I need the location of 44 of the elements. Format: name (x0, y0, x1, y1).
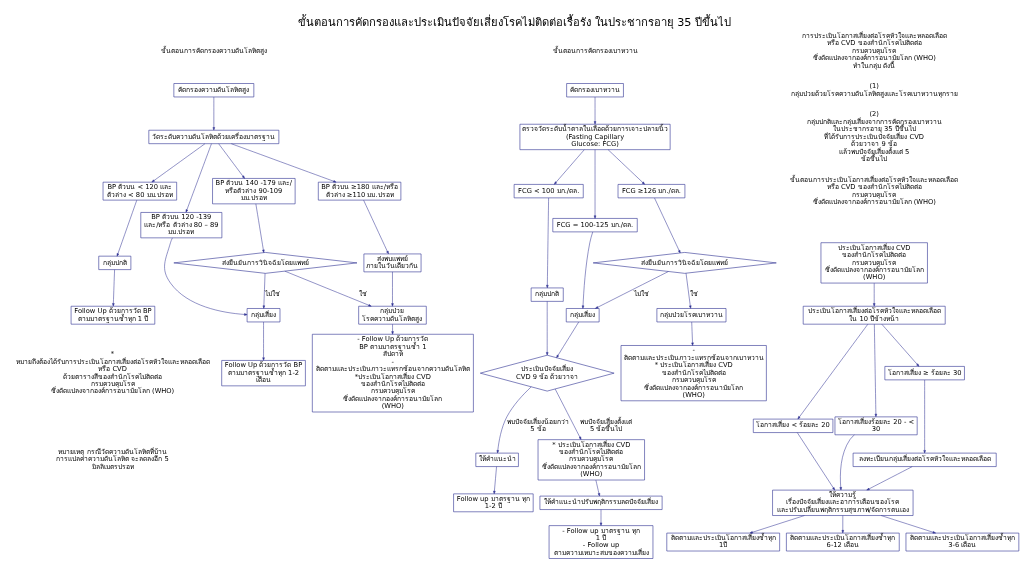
arrow (691, 321, 694, 346)
arrow (554, 148, 585, 185)
arrow (546, 300, 549, 355)
arrow (255, 203, 265, 253)
arrow (391, 271, 394, 306)
arrow (112, 268, 115, 306)
arrow (391, 323, 394, 334)
arrow (749, 514, 805, 533)
arrow (164, 237, 248, 316)
arrow (654, 197, 681, 253)
arrow (554, 388, 582, 440)
arrow (218, 143, 245, 179)
diagram-title: ขั้นตอนการคัดกรองและประเมินปัจจัยเสี่ยงโรคไม่ติดต่อเรื้อรัง ในประชากรอายุ 35 ปีขึ้นไป (298, 15, 731, 29)
arrow (593, 96, 597, 124)
arrow (231, 142, 337, 182)
arrow (116, 199, 138, 256)
arrow (262, 321, 265, 361)
arrow (874, 323, 878, 417)
arrow (839, 434, 855, 490)
arrow (607, 148, 645, 185)
arrow (595, 270, 669, 309)
arrow (880, 514, 936, 533)
arrow (262, 272, 266, 309)
arrow (873, 282, 876, 306)
arrow (593, 148, 597, 219)
arrow (599, 508, 603, 526)
arrow (556, 321, 579, 358)
arrow (546, 197, 549, 288)
arrow (881, 323, 920, 367)
arrow (151, 143, 206, 182)
arrow (496, 386, 532, 453)
arrow (797, 431, 835, 490)
arrow (797, 323, 869, 419)
arrow (685, 272, 692, 309)
arrow (493, 465, 497, 494)
arrow (581, 231, 593, 309)
arrow (923, 379, 926, 453)
arrow (866, 465, 913, 490)
arrow (185, 143, 212, 213)
arrow (212, 96, 215, 130)
arrow (363, 199, 389, 254)
arrow (284, 270, 372, 306)
arrow (595, 479, 601, 496)
arrow (841, 514, 844, 533)
